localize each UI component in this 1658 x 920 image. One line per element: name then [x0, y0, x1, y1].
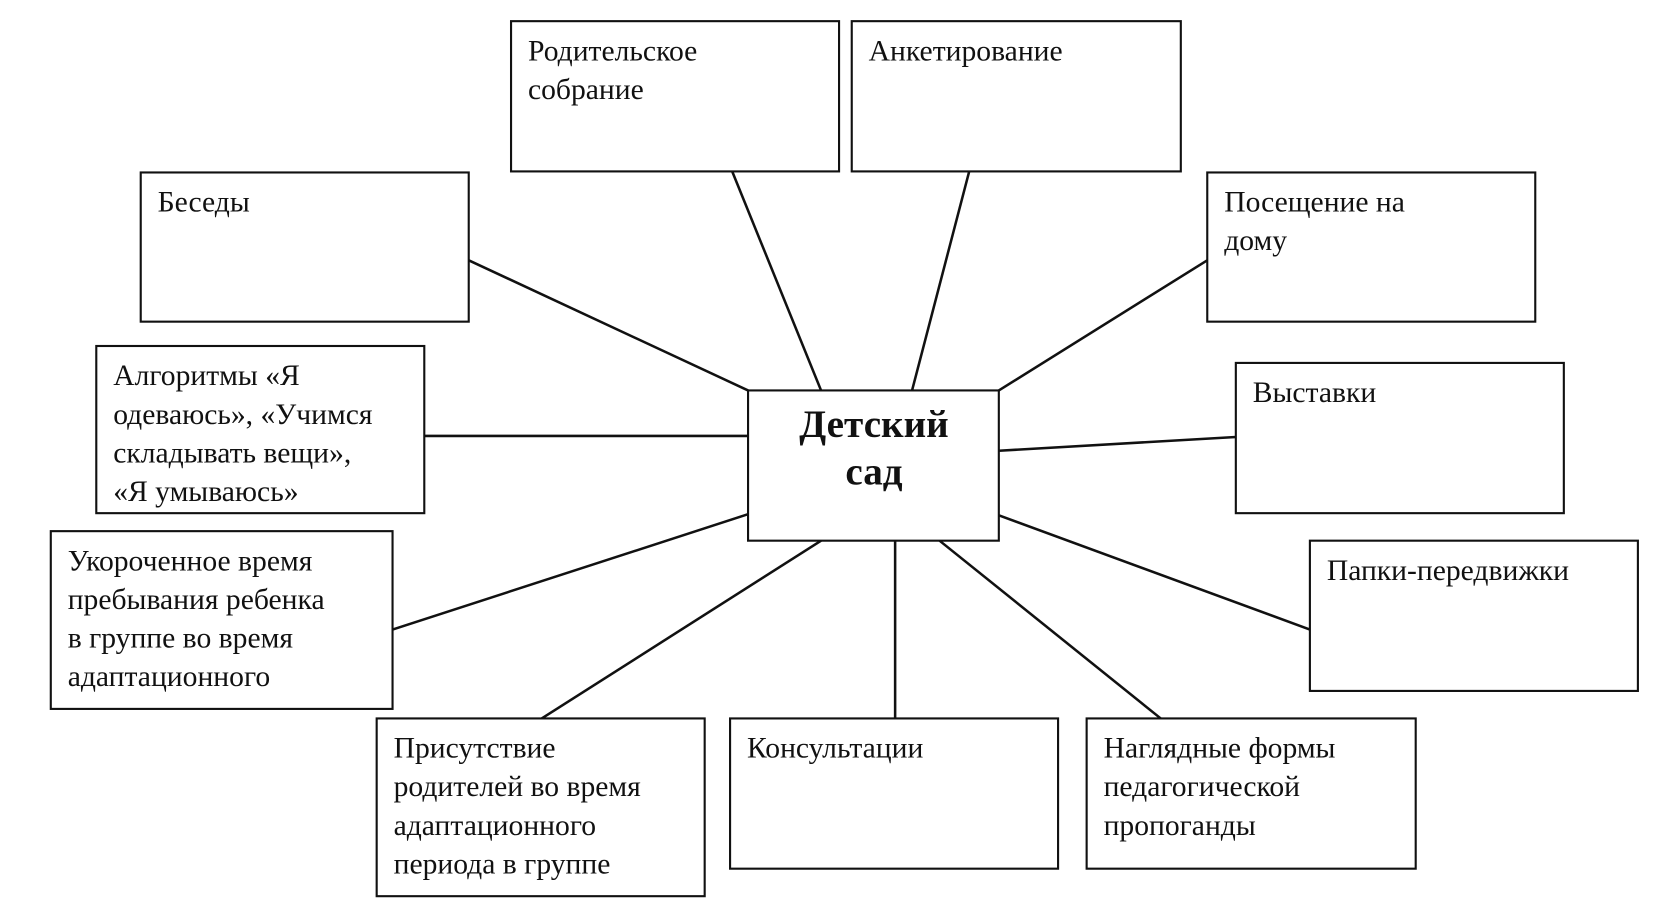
node-poseshchenie-na-domu: Посещение на дому [1206, 171, 1537, 323]
node-label-line: Наглядные формы [1104, 733, 1336, 765]
node-label-line: Родительское [528, 35, 697, 67]
node-label-line: Посещение на [1224, 187, 1405, 219]
node-label-line: Укороченное время [68, 545, 313, 577]
connectors [392, 170, 1311, 720]
node-label-line: Присутствие [394, 733, 556, 765]
connector-poseshchenie [998, 259, 1208, 392]
connector-besedy [468, 259, 749, 392]
center-line-1: Детский [799, 403, 948, 446]
center-line-2: сад [845, 451, 902, 494]
node-box [1308, 539, 1639, 692]
node-label-line: родителей во время [394, 771, 642, 803]
node-label-line: складывать вещи», [113, 437, 351, 469]
node-label-line: Анкетирование [869, 35, 1063, 67]
node-label-line: дому [1224, 225, 1287, 257]
node-box [850, 20, 1182, 173]
node-label-line: Выставки [1253, 377, 1377, 409]
node-algoritmy: Алгоритмы «Я одеваюсь», «Учимся складывать… [95, 344, 426, 515]
node-box [509, 20, 841, 173]
node-konsultatsii: Консультации [729, 717, 1060, 870]
node-label-line: в группе во время [68, 623, 294, 655]
node-box [729, 717, 1060, 870]
node-label-line: Беседы [158, 187, 250, 219]
node-ukorochennoe-vremya: Укороченное время пребывания ребенка в гру… [49, 530, 394, 710]
node-label-line: пропоганды [1104, 810, 1256, 842]
node-box [139, 171, 470, 323]
node-label-line: одеваюсь», «Учимся [113, 399, 373, 431]
node-box [375, 717, 706, 898]
node-label-line: адаптационного [68, 661, 270, 693]
node-vystavki: Выставки [1234, 361, 1565, 515]
node-label-line: периода в группе [394, 848, 611, 880]
node-box [95, 344, 426, 515]
node-label-line: собрание [528, 74, 644, 106]
node-label-line: Алгоритмы «Я [113, 360, 300, 392]
node-box [1206, 171, 1537, 323]
node-box [1085, 717, 1417, 870]
node-box [1234, 361, 1565, 515]
center-node: Детский сад [746, 389, 1000, 542]
node-besedy: Беседы [139, 171, 470, 323]
node-naglyadnye-formy: Наглядные формы педагогической пропоганды [1085, 717, 1417, 870]
node-prisutstvie-roditeley: Присутствие родителей во время адаптационн… [375, 717, 706, 898]
svg-text:сад: сад [845, 451, 902, 494]
node-label-line: Папки-передвижки [1327, 555, 1569, 587]
connector-vystavki [998, 435, 1236, 453]
connector-naglyadnye [938, 539, 1162, 720]
node-roditelskoe-sobranie: Родительское собрание [509, 20, 841, 173]
node-label-line: педагогической [1104, 771, 1301, 803]
node-label-line: «Я умываюсь» [113, 476, 298, 508]
connector-papki [998, 514, 1311, 631]
connector-anketirovanie [910, 171, 971, 391]
svg-text:Детский: Детский [799, 403, 948, 446]
node-anketirovanie: Анкетирование [850, 20, 1182, 173]
connector-ukorochennoe [392, 513, 749, 631]
connector-roditelskoe-sobranie [731, 170, 823, 391]
connector-prisutstvie [541, 539, 822, 720]
node-box [49, 530, 394, 710]
node-label-line: пребывания ребенка [68, 584, 325, 616]
node-label-line: адаптационного [394, 810, 596, 842]
node-papki-peredvizhki: Папки-передвижки [1308, 539, 1639, 692]
node-label-line: Консультации [747, 733, 923, 765]
